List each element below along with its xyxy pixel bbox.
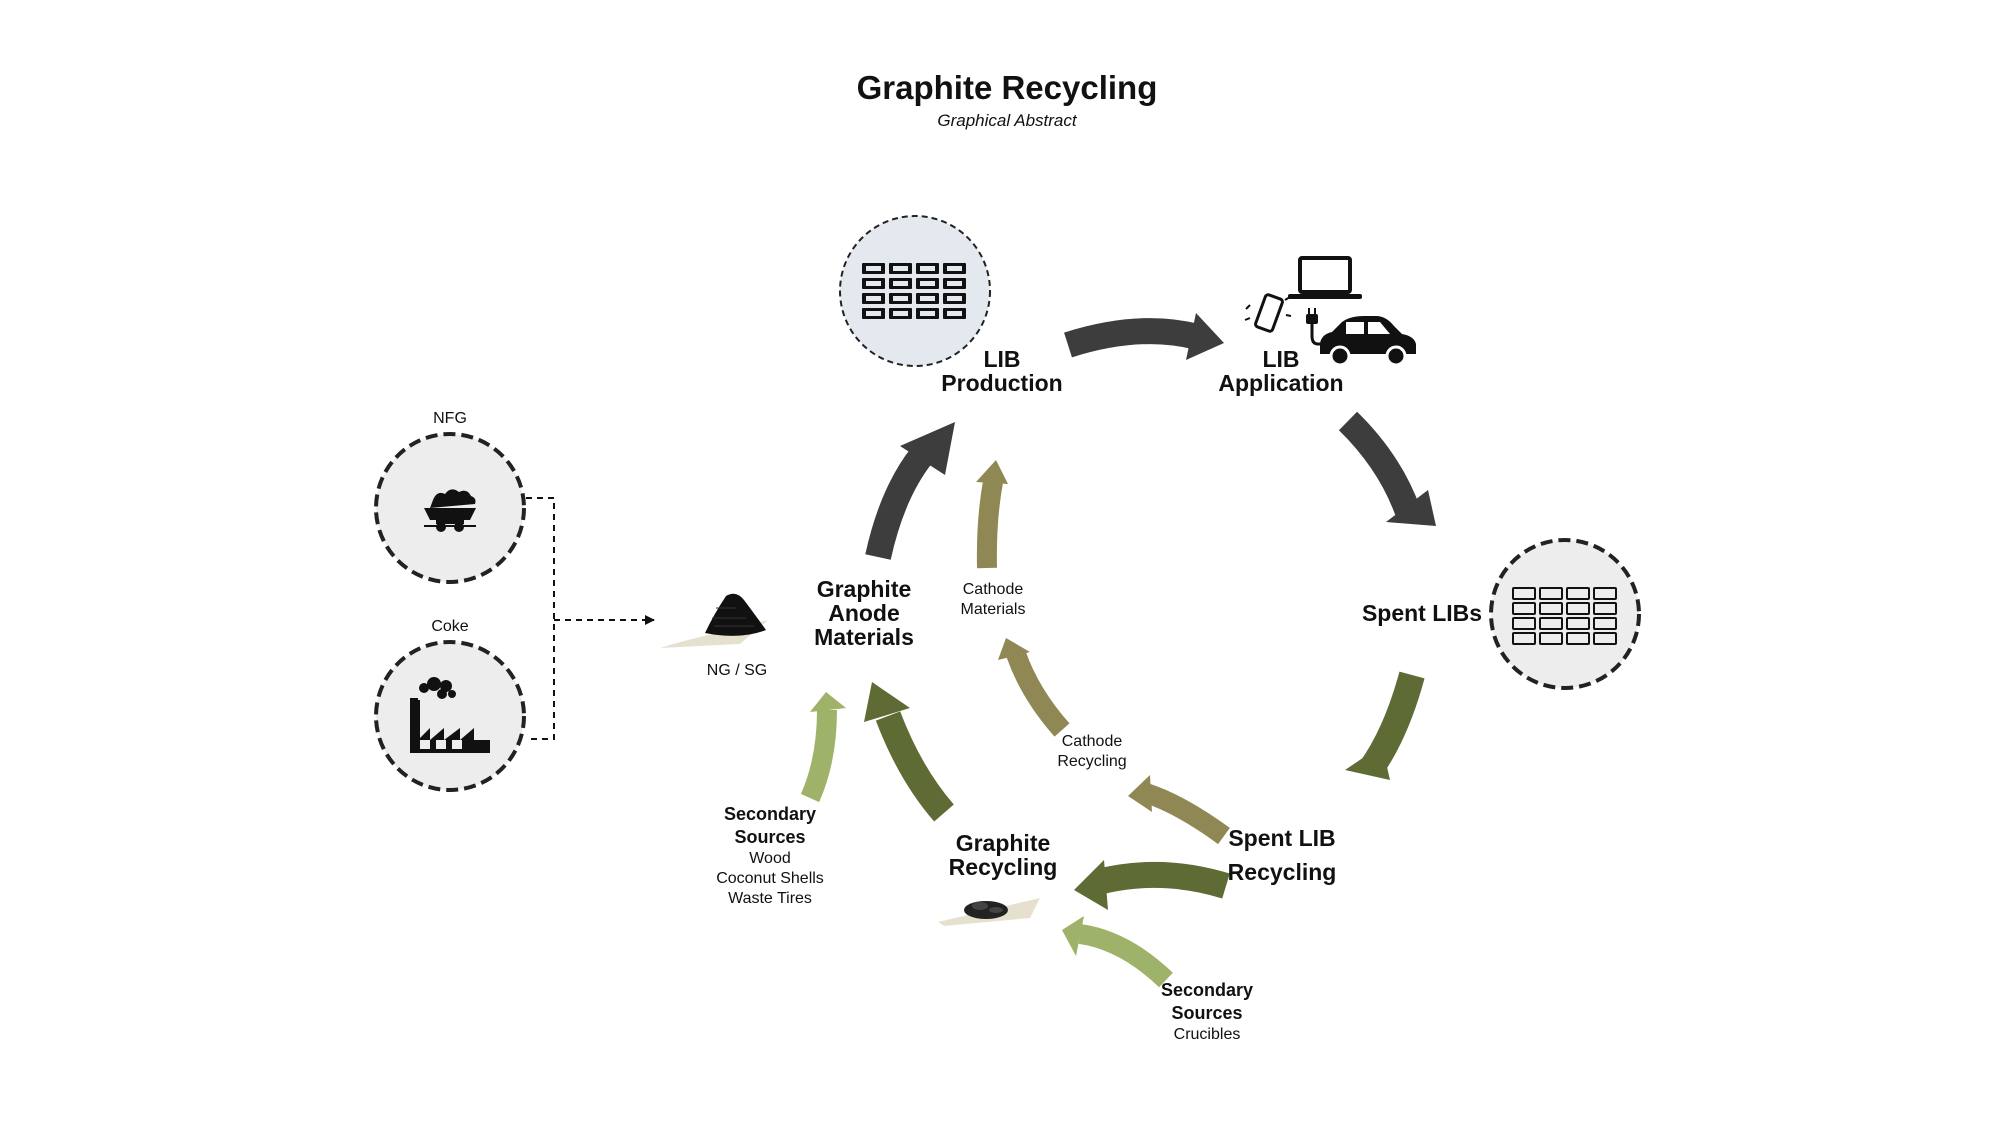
coal-cart-icon bbox=[424, 489, 476, 532]
arrow-secondary-crucibles-to-graphite-recycling bbox=[1062, 916, 1173, 988]
label-secondary-sources-bottom: Secondary Sources Crucibles bbox=[1160, 980, 1254, 1043]
label-secondary-sources-left: Secondary Sources Wood Coconut Shells Wa… bbox=[716, 804, 824, 907]
label-coke: Coke bbox=[431, 618, 469, 635]
factory-icon bbox=[410, 677, 490, 753]
arrow-spent-recycling-to-graphite-recycling bbox=[1074, 860, 1230, 910]
phone-icon bbox=[1244, 293, 1292, 333]
spent-libs-circle bbox=[1489, 538, 1641, 690]
feedstock-connector bbox=[526, 497, 655, 740]
arrow-spent-recycling-to-cathode-recycling bbox=[1128, 775, 1230, 845]
laptop-icon bbox=[1288, 256, 1362, 299]
arrow-production-to-application bbox=[1064, 313, 1224, 360]
recycled-graphite-pile-icon bbox=[938, 898, 1040, 926]
electric-car-icon bbox=[1306, 308, 1416, 367]
node-spent-libs: Spent LIBs bbox=[1361, 600, 1483, 626]
arrow-graphite-recycling-to-anode bbox=[864, 682, 954, 822]
diagram-title: Graphite Recycling bbox=[856, 69, 1158, 106]
arrow-application-to-spent bbox=[1338, 411, 1436, 526]
diagram-subtitle: Graphical Abstract bbox=[937, 111, 1077, 130]
battery-pack-icon bbox=[862, 263, 966, 319]
arrow-secondary-wood-to-anode bbox=[800, 692, 846, 803]
arrow-cathode-materials-to-production bbox=[976, 460, 1008, 569]
arrow-spent-to-recycling bbox=[1345, 671, 1425, 780]
spent-battery-pack-icon bbox=[1512, 587, 1617, 645]
arrow-cathode-recycling-to-cathode-materials bbox=[998, 638, 1070, 737]
label-nfg: NFG bbox=[433, 410, 467, 427]
arrow-anode-to-production bbox=[865, 422, 955, 560]
label-ng-sg: NG / SG bbox=[706, 662, 768, 679]
coke-circle bbox=[374, 640, 526, 792]
graphite-pile-icon bbox=[660, 593, 768, 648]
lib-production-circle bbox=[839, 215, 991, 367]
